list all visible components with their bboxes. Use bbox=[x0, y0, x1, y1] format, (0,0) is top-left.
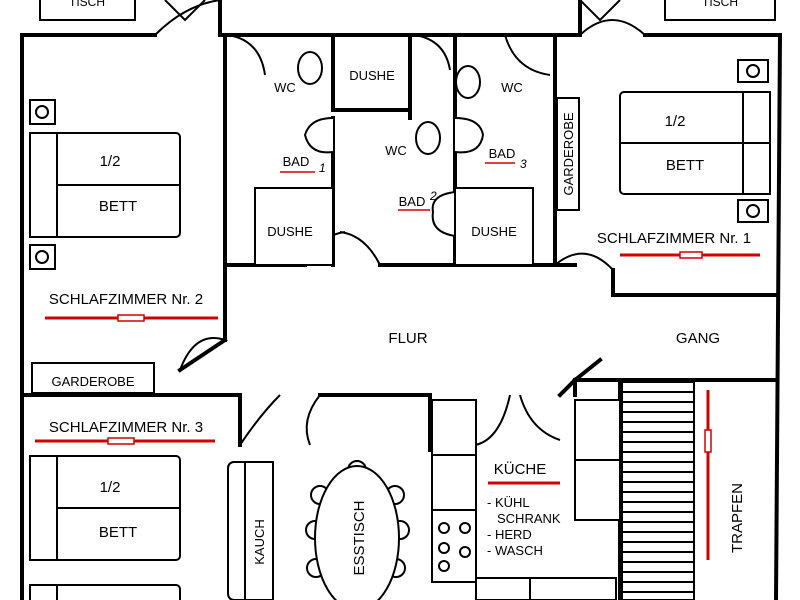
kueche-item-4: - WASCH bbox=[487, 543, 543, 558]
dushe-label-2: DUSHE bbox=[349, 68, 395, 83]
tisch-left: TISCH bbox=[39, 0, 136, 21]
bed-1-half-label: 1/2 bbox=[665, 113, 686, 130]
bed-2-half-label: 1/2 bbox=[100, 153, 121, 170]
schlafzimmer-1-label: SCHLAFZIMMER Nr. 1 bbox=[597, 230, 751, 247]
bedroom-2: 1/2 BETT SCHLAFZIMMER Nr. 2 GARDEROBE bbox=[29, 99, 218, 394]
stairs: TRAPFEN bbox=[621, 381, 746, 600]
garderobe-label-2: GARDEROBE bbox=[51, 374, 134, 389]
bedroom-3: SCHLAFZIMMER Nr. 3 1/2 BETT KAUCH bbox=[29, 419, 274, 600]
bad-3-label: BAD bbox=[489, 146, 516, 161]
svg-text:TISCH: TISCH bbox=[69, 0, 105, 9]
bed-2-label: BETT bbox=[99, 198, 137, 215]
trapfen-label: TRAPFEN bbox=[729, 483, 746, 553]
schlafzimmer-3-label: SCHLAFZIMMER Nr. 3 bbox=[49, 419, 203, 436]
kueche-item-2: SCHRANK bbox=[497, 511, 561, 526]
kitchen: KÜCHE - KÜHL SCHRANK - HERD - WASCH bbox=[431, 399, 621, 600]
bed-1-label: BETT bbox=[666, 157, 704, 174]
bathroom-3: WC BAD 3 DUSHE bbox=[431, 65, 534, 266]
esstisch-label: ESSTISCH bbox=[351, 500, 368, 575]
dushe-label-3: DUSHE bbox=[471, 224, 517, 239]
flur-label: FLUR bbox=[388, 330, 427, 347]
garderobe-label-1: GARDEROBE bbox=[561, 112, 576, 195]
bad-2-label: BAD bbox=[399, 194, 426, 209]
dushe-label-1: DUSHE bbox=[267, 224, 313, 239]
kauch-label: KAUCH bbox=[252, 519, 267, 565]
doors bbox=[154, 0, 646, 446]
bathroom-2: DUSHE WC BAD 2 bbox=[349, 68, 441, 211]
wc-label-2: WC bbox=[385, 143, 407, 158]
gang-label: GANG bbox=[676, 330, 720, 347]
tisch-right: TISCH bbox=[664, 0, 776, 21]
kueche-item-1: - KÜHL bbox=[487, 495, 530, 510]
bad-1-number: 1 bbox=[319, 161, 326, 175]
kueche-label: KÜCHE bbox=[494, 460, 547, 478]
bad-2-number: 2 bbox=[429, 189, 437, 203]
bad-3-number: 3 bbox=[520, 157, 527, 171]
bed-3-half-label: 1/2 bbox=[100, 479, 121, 496]
bedroom-1: GARDEROBE 1/2 BETT SCHLAFZIMMER Nr. 1 bbox=[556, 59, 771, 259]
dining-table: ESSTISCH bbox=[305, 460, 410, 600]
schlafzimmer-2-label: SCHLAFZIMMER Nr. 2 bbox=[49, 291, 203, 308]
wc-label-3: WC bbox=[501, 80, 523, 95]
wc-label-1: WC bbox=[274, 80, 296, 95]
bed-3-label: BETT bbox=[99, 524, 137, 541]
svg-text:TISCH: TISCH bbox=[702, 0, 738, 9]
bathroom-1: WC BAD 1 DUSHE bbox=[254, 51, 334, 266]
kueche-item-3: - HERD bbox=[487, 527, 532, 542]
bad-1-label: BAD bbox=[283, 154, 310, 169]
